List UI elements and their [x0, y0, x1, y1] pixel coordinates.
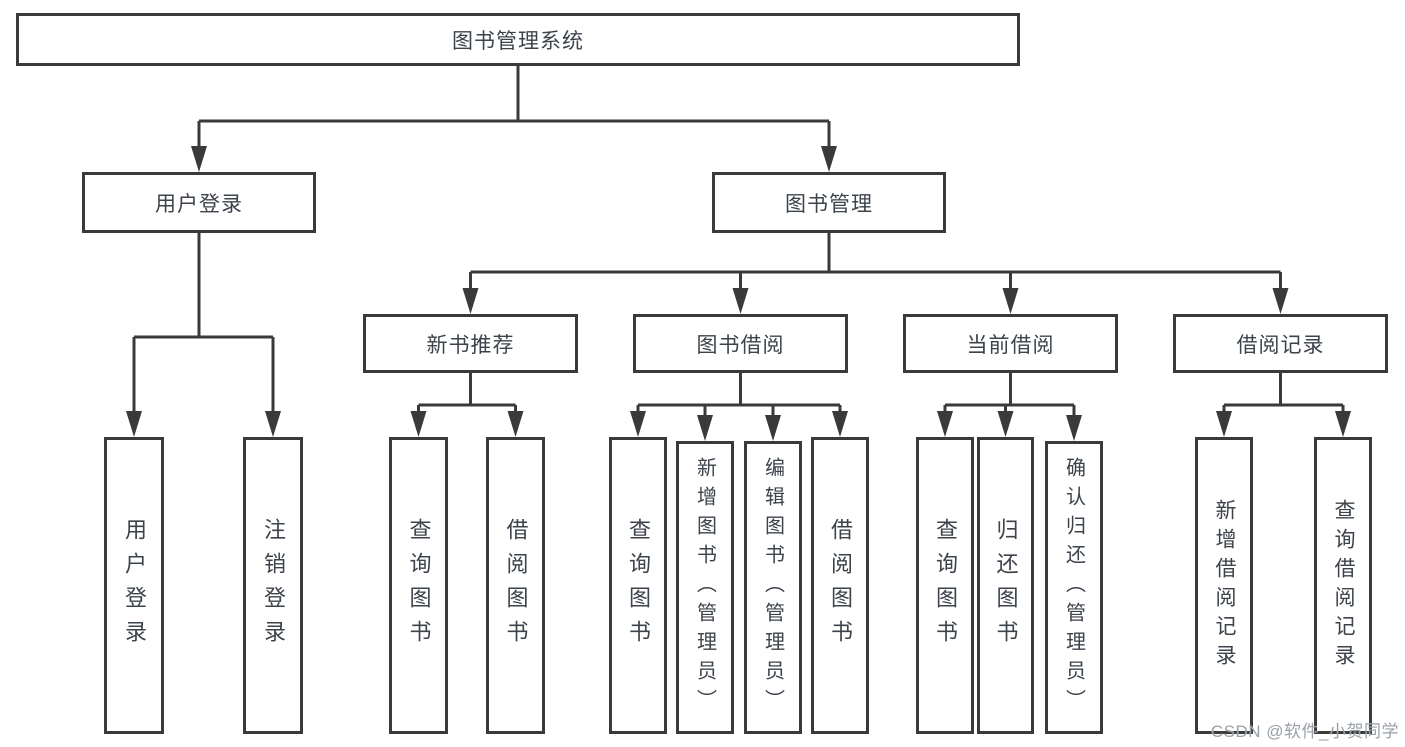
node-book-management: 图书管理	[712, 172, 946, 233]
leaf-cb-query-books-label: 查询图书	[933, 517, 958, 654]
leaf-bb-borrow-books: 借阅图书	[811, 437, 869, 734]
leaf-br-query-record: 查询借阅记录	[1314, 437, 1372, 734]
node-user-login-label: 用户登录	[155, 192, 243, 216]
leaf-rec-borrow-books: 借阅图书	[486, 437, 545, 734]
leaf-bb-query-books: 查询图书	[609, 437, 667, 734]
leaf-br-add-record: 新增借阅记录	[1195, 437, 1253, 734]
leaf-logout: 注销登录	[243, 437, 303, 734]
node-current-borrow-label: 当前借阅	[966, 333, 1055, 357]
leaf-user-login-label: 用户登录	[122, 517, 147, 654]
node-user-login: 用户登录	[82, 172, 316, 233]
leaf-bb-query-books-label: 查询图书	[626, 517, 651, 654]
node-root-label: 图书管理系统	[452, 29, 584, 53]
node-new-book-recommend-label: 新书推荐	[426, 333, 515, 357]
leaf-cb-return-books-label: 归还图书	[993, 517, 1019, 654]
leaf-cb-confirm-return: 确认归还（管理员）	[1045, 441, 1103, 734]
leaf-bb-borrow-books-label: 借阅图书	[828, 517, 853, 654]
watermark: CSDN @软件_小贺同学	[1210, 722, 1399, 741]
leaf-rec-query-books-label: 查询图书	[406, 517, 432, 654]
node-book-management-label: 图书管理	[785, 192, 873, 216]
leaf-user-login: 用户登录	[104, 437, 164, 734]
node-new-book-recommend: 新书推荐	[363, 314, 578, 373]
node-root: 图书管理系统	[16, 13, 1020, 66]
leaf-rec-borrow-books-label: 借阅图书	[503, 517, 529, 654]
node-book-borrow-label: 图书借阅	[696, 333, 785, 357]
leaf-br-add-record-label: 新增借阅记录	[1213, 498, 1236, 673]
leaf-bb-add-books-label: 新增图书（管理员）	[693, 457, 716, 718]
leaf-bb-edit-books: 编辑图书（管理员）	[744, 441, 802, 734]
node-borrow-records: 借阅记录	[1173, 314, 1388, 373]
leaf-logout-label: 注销登录	[261, 517, 286, 654]
leaf-cb-confirm-return-label: 确认归还（管理员）	[1062, 457, 1085, 718]
node-book-borrow: 图书借阅	[633, 314, 848, 373]
leaf-cb-query-books: 查询图书	[916, 437, 974, 734]
leaf-bb-add-books: 新增图书（管理员）	[676, 441, 734, 734]
leaf-cb-return-books: 归还图书	[977, 437, 1034, 734]
node-borrow-records-label: 借阅记录	[1236, 333, 1325, 357]
leaf-rec-query-books: 查询图书	[389, 437, 448, 734]
leaf-br-query-record-label: 查询借阅记录	[1332, 498, 1355, 673]
node-current-borrow: 当前借阅	[903, 314, 1118, 373]
leaf-bb-edit-books-label: 编辑图书（管理员）	[761, 457, 784, 718]
